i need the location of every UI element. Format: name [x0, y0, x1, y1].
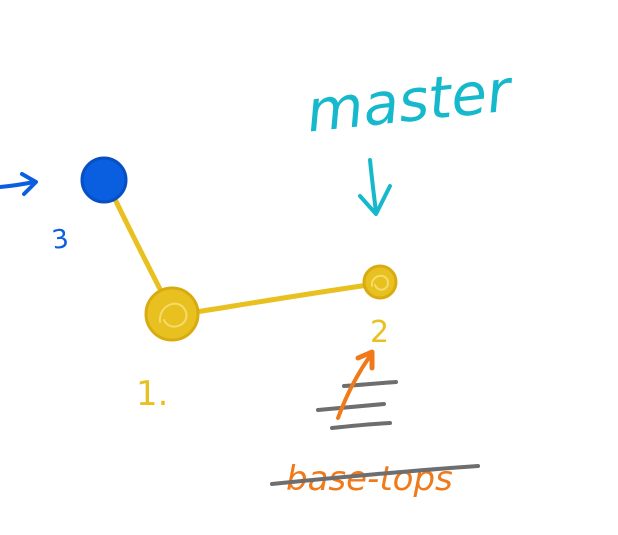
strikethrough-line	[270, 464, 480, 486]
commit-label-1: 1.	[136, 374, 168, 414]
commit-label-3: 3	[50, 224, 71, 256]
edge-commit1-commit2	[193, 282, 371, 315]
blue-arrow-icon	[0, 172, 38, 196]
branch-label-master: master	[303, 56, 517, 145]
orange-arrow-up-icon	[336, 349, 375, 420]
cyan-arrow-down-icon	[358, 158, 392, 216]
commit-node-3	[80, 156, 128, 204]
gray-hatch-lines	[316, 380, 398, 430]
commit-node-1	[144, 286, 200, 342]
commit-label-2: 2	[370, 315, 389, 350]
commit-node-2	[362, 264, 398, 300]
edge-commit1-commit3	[110, 192, 165, 296]
